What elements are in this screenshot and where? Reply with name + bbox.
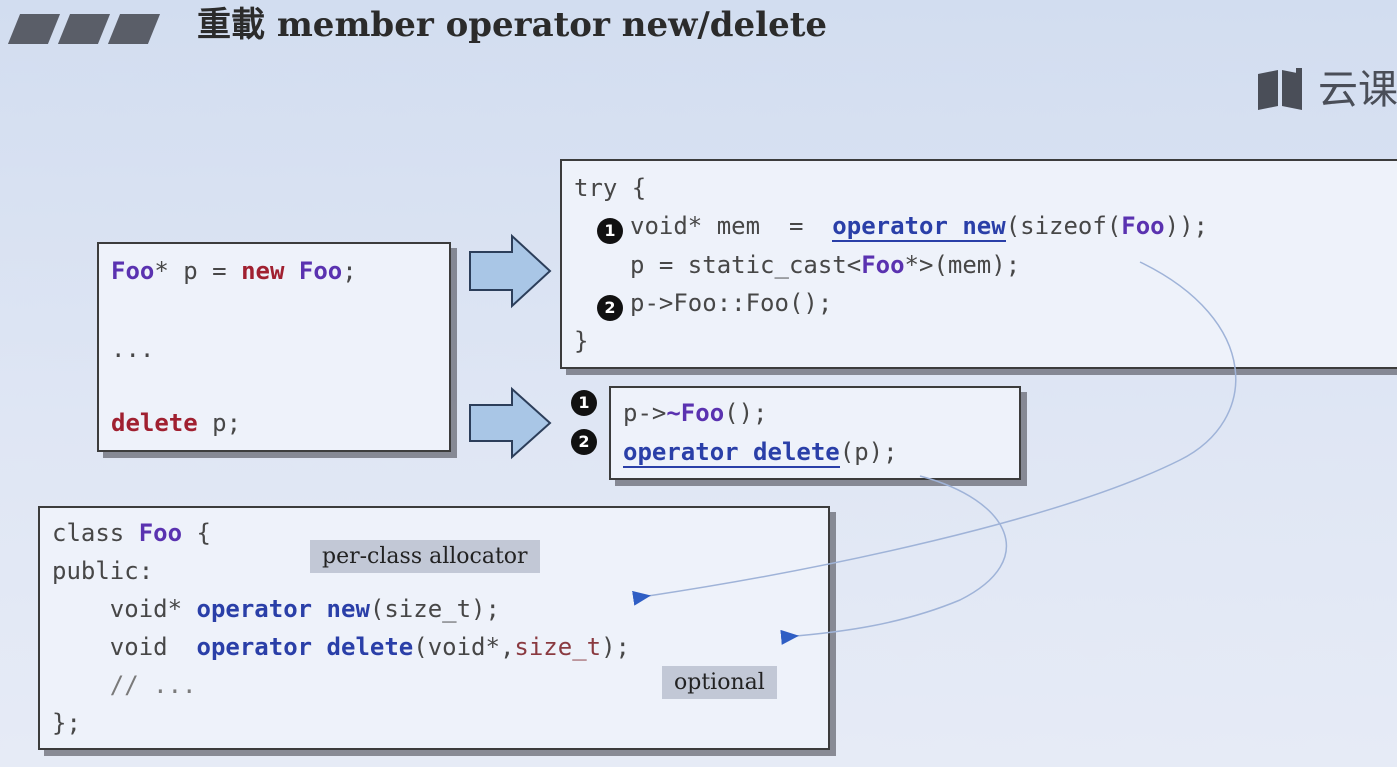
- code-line-operator-delete-call: operator delete(p);: [623, 438, 898, 468]
- code-line-class-close: };: [52, 709, 81, 737]
- delete-expansion-box: p->~Foo(); operator delete(p);: [609, 386, 1021, 480]
- code-line-member-new: void* operator new(size_t);: [52, 595, 500, 623]
- code-line-ellipsis: ...: [111, 335, 155, 363]
- step-2-badge: 2: [597, 295, 623, 321]
- book-icon: [1258, 68, 1302, 110]
- code-line-ctor-call: p->Foo::Foo();: [630, 289, 833, 317]
- code-line-comment: // ...: [52, 671, 197, 699]
- code-line-delete-expression: delete p;: [111, 409, 242, 437]
- code-line-class-head: class Foo {: [52, 519, 211, 547]
- arrow-to-try-block: [469, 233, 552, 309]
- code-line-try-close: }: [574, 327, 589, 355]
- usage-code-box: Foo* p = new Foo; ... delete p;: [97, 242, 451, 452]
- per-class-allocator-label: per-class allocator: [310, 540, 540, 573]
- connector-delete-to-member: [780, 475, 1007, 645]
- delete-step-2-badge: 2: [571, 429, 597, 455]
- code-line-new-expression: Foo* p = new Foo;: [111, 257, 357, 285]
- optional-label: optional: [662, 666, 777, 699]
- code-line-public: public:: [52, 557, 154, 585]
- arrow-to-delete-block: [469, 386, 552, 460]
- code-line-static-cast: p = static_cast<Foo*>(mem);: [630, 251, 1021, 279]
- logo-text: 云课: [1318, 67, 1397, 113]
- step-1-badge: 1: [597, 218, 623, 244]
- code-line-dtor-call: p->~Foo();: [623, 399, 768, 427]
- code-line-operator-new-call: void* mem = operator new(sizeof(Foo));: [630, 212, 1208, 242]
- new-expansion-box: try { 1 void* mem = operator new(sizeof(…: [560, 159, 1397, 369]
- page-title: 重載 member operator new/delete: [197, 5, 828, 45]
- code-line-try: try {: [574, 174, 647, 202]
- connector-new-to-member: [632, 261, 1237, 606]
- code-line-member-delete: void operator delete(void*,size_t);: [52, 633, 631, 661]
- delete-step-1-badge: 1: [571, 390, 597, 416]
